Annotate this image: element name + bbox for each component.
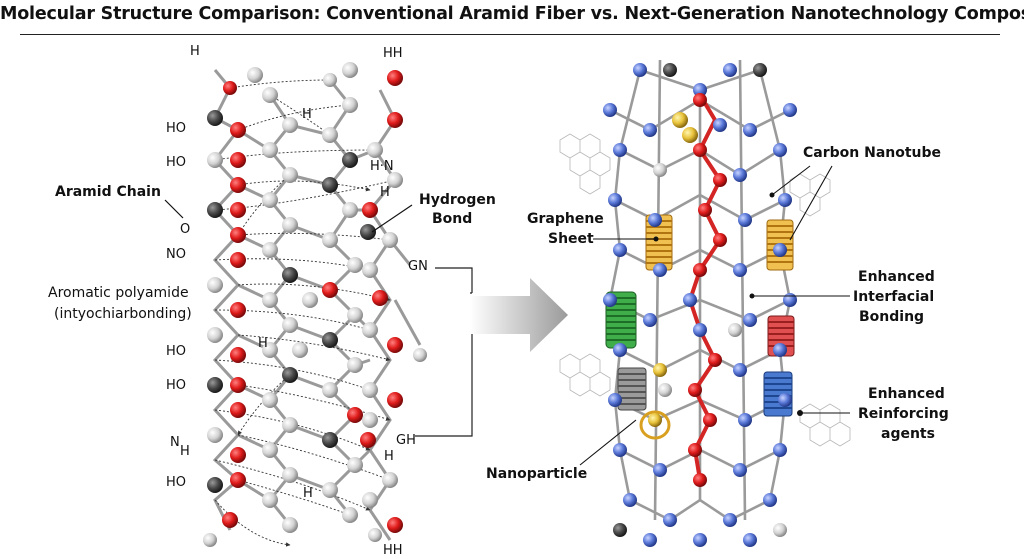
graphene-sheet-label-2: Sheet	[548, 231, 594, 247]
page-title: Molecular Structure Comparison: Conventi…	[0, 4, 1024, 24]
atom-label-h-sub: H	[180, 444, 190, 459]
title-divider	[20, 34, 1000, 35]
aramid-atom-labels: H HH HO HO O H H·N H NO GN HO H HO N H G…	[166, 44, 428, 558]
interfacial-bonding-label-3: Bonding	[859, 309, 924, 325]
carbon-nanotube-label: Carbon Nanotube	[803, 145, 941, 161]
atom-label-h-bottom: H	[303, 486, 313, 501]
atom-label-h-center: H	[302, 107, 312, 122]
atom-label-ho-4: HO	[166, 378, 186, 393]
nanoparticle-label: Nanoparticle	[486, 466, 587, 482]
interfacial-bonding-label: Enhanced	[858, 269, 935, 285]
interfacial-bonding-label-2: Interfacial	[853, 289, 934, 305]
atom-label-gh: GH	[396, 433, 416, 448]
aramid-molecule: H HH HO HO O H H·N H NO GN HO H HO N H G…	[48, 44, 496, 558]
nanocomposite-structure: Carbon Nanotube Graphene Sheet Enhanced …	[486, 59, 949, 547]
atom-label-hh-bottom: HH	[383, 543, 403, 558]
atom-label-ho-3: HO	[166, 344, 186, 359]
reinforcing-agents-label-3: agents	[881, 426, 935, 442]
transition-arrow	[415, 267, 568, 437]
hydrogen-bond-label: Hydrogen	[419, 192, 496, 208]
right-callouts: Carbon Nanotube Graphene Sheet Enhanced …	[486, 145, 949, 482]
atom-label-no: NO	[166, 247, 186, 262]
nanocomposite-atoms	[603, 63, 797, 547]
atom-label-gn: GN	[408, 259, 428, 274]
graphene-sheet-label: Graphene	[527, 211, 604, 227]
graphene-wireframe	[559, 133, 851, 447]
atom-label-ho-2: HO	[166, 155, 186, 170]
atom-label-hh-top-right: HH	[383, 46, 403, 61]
helix-gray	[617, 367, 647, 411]
atom-label-ho-1: HO	[166, 121, 186, 136]
reinforcing-agents-label-2: Reinforcing	[858, 406, 949, 422]
aromatic-polyamide-sublabel: (intyochiarbonding)	[54, 306, 192, 322]
atom-label-hn: H·N	[370, 159, 394, 174]
atom-label-h-right: H	[380, 185, 390, 200]
helix-gold-small	[639, 410, 671, 440]
hydrogen-bond-label-2: Bond	[432, 211, 472, 227]
atom-label-h-low: H	[384, 449, 394, 464]
aramid-atoms	[203, 62, 427, 547]
reinforcing-agents-label: Enhanced	[868, 386, 945, 402]
atom-label-o-1: O	[180, 222, 190, 237]
atom-label-h-top-left: H	[190, 44, 200, 59]
aromatic-polyamide-label: Aromatic polyamide	[48, 285, 189, 301]
atom-label-ho-5: HO	[166, 475, 186, 490]
atom-label-h-mid: H	[258, 336, 268, 351]
atom-label-n-1: N	[170, 435, 180, 450]
aramid-bonds	[212, 69, 422, 541]
left-callouts: Aramid Chain Aromatic polyamide (intyoch…	[48, 184, 496, 322]
aramid-chain-label: Aramid Chain	[55, 184, 161, 200]
